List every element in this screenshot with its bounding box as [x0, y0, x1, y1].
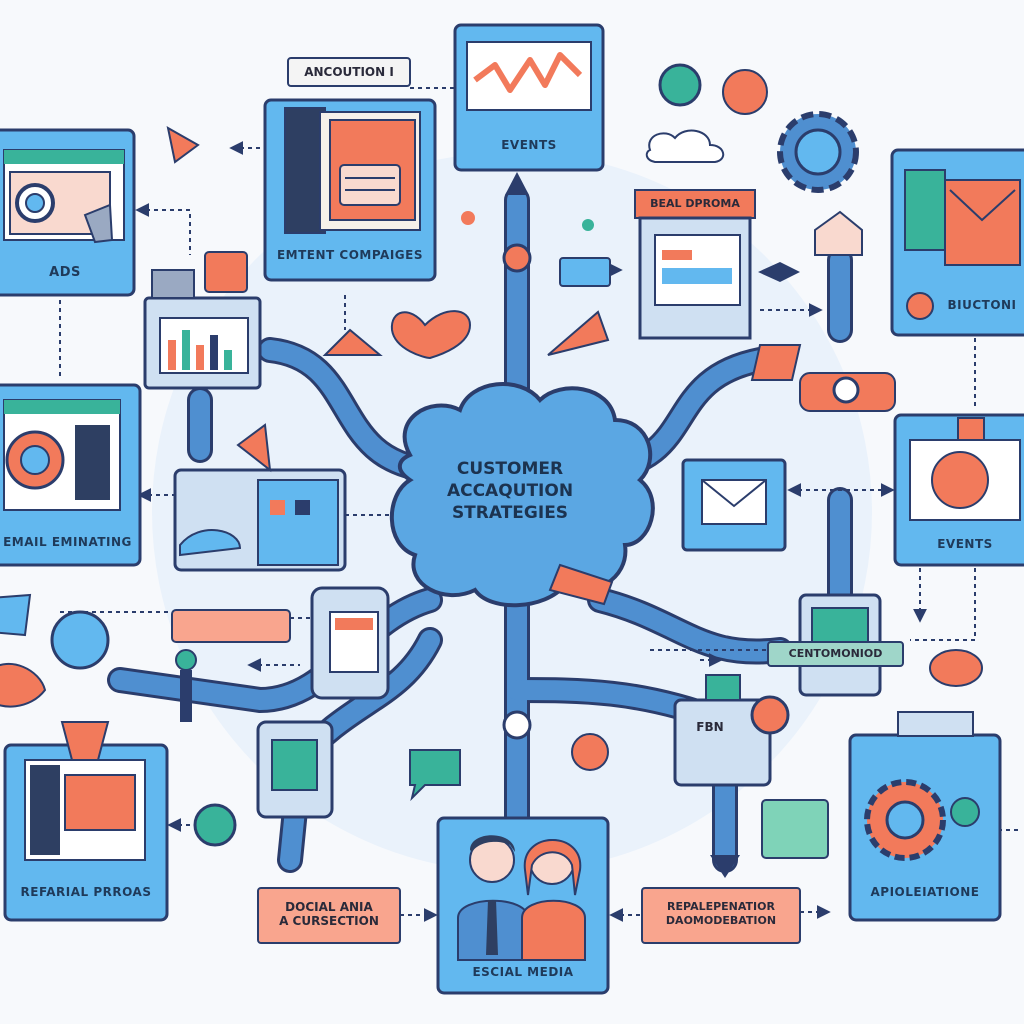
buttons-label: BIUCTONI: [947, 298, 1017, 312]
social-acquisition-tag: [257, 887, 401, 944]
events-top-panel: [453, 23, 605, 195]
tablet-label: FBN: [696, 720, 724, 734]
events-top-label: EVENTS: [501, 138, 557, 152]
real-promo-label: BEAL DPROMA: [650, 197, 740, 210]
dashed-connectors: [59, 87, 1020, 922]
social-acquisition-label: DOCIAL ANIA A CURSECTION: [260, 900, 398, 928]
email-marketing-panel: [0, 383, 142, 567]
center-cloud: [389, 382, 655, 608]
referral-programs-panel: [3, 721, 169, 922]
center-title-line-1: CUSTOMER: [456, 459, 564, 479]
customer-tab-box: [767, 593, 983, 697]
storefront-promo: [559, 189, 800, 340]
events-right-panel: [893, 413, 1024, 567]
applications-panel: [848, 711, 1002, 922]
referral-programs-label: REFARIAL PRROAS: [20, 885, 152, 899]
ads-label: ADS: [49, 265, 81, 280]
envelope-node: [681, 458, 787, 552]
phone-device: [50, 586, 390, 700]
email-marketing-label: EMAIL EMINATING: [3, 535, 132, 549]
buttons-panel: [814, 148, 1024, 337]
refreshments-tag: [641, 855, 801, 944]
ads-panel: [0, 128, 136, 297]
center-title-line-3: STRATEGIES: [451, 503, 569, 523]
refreshments-line-1: REPALEPENATIOR: [667, 900, 775, 913]
lower-decorations: [0, 243, 609, 847]
shop-card: [173, 423, 347, 572]
content-campaigns-label: EMTENT COMPAIGES: [276, 248, 423, 262]
center-title: CUSTOMER ACCAQUTION STRATEGIES: [410, 458, 610, 524]
refreshments-label: REPALEPENATIOR DAOMODEBATION: [644, 900, 798, 928]
social-acquisition-line-2: A CURSECTION: [279, 914, 379, 928]
middle-decorations: [322, 310, 896, 412]
refreshments-line-2: DAOMODEBATION: [665, 914, 777, 927]
acquisition-tab: [287, 57, 411, 87]
acquisition-tab-label: ANCOUTION I: [304, 65, 394, 79]
events-right-label: EVENTS: [937, 537, 993, 551]
social-media-panel: [436, 816, 610, 995]
monitor-chart: [143, 251, 262, 390]
applications-label: APIOLEIATIONE: [870, 885, 980, 899]
top-decorations: [166, 63, 859, 231]
customer-tab-label: CENTOMONIOD: [788, 647, 883, 660]
social-acquisition-line-1: DOCIAL ANIA: [285, 900, 373, 914]
center-title-line-2: ACCAQUTION: [446, 481, 574, 501]
social-media-label: ESCIAL MEDIA: [472, 965, 574, 979]
tablet-node: [673, 674, 829, 859]
content-campaigns-panel: [263, 57, 437, 282]
